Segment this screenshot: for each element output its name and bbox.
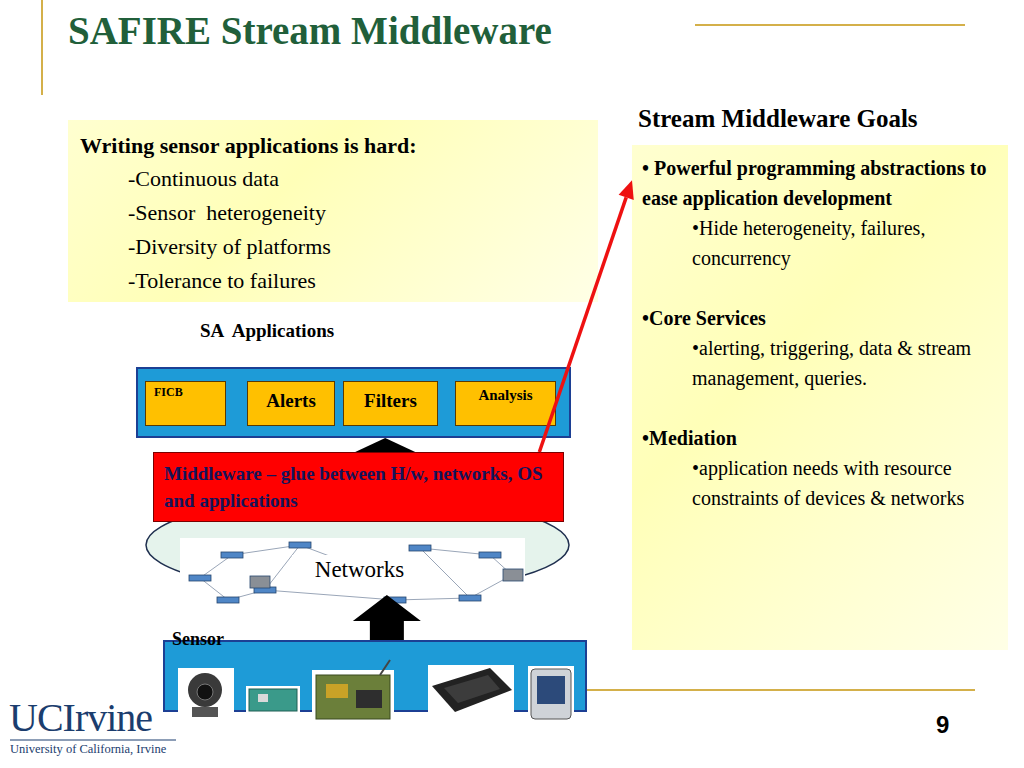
board-chip [356, 690, 382, 708]
network-label: Networks [292, 555, 427, 585]
connector [539, 180, 633, 452]
box-heading: Stream Middleware Goals [638, 103, 918, 135]
sensor-board [249, 689, 297, 711]
network-link [228, 590, 265, 600]
module-label: FICB [154, 385, 217, 399]
camera-body [188, 673, 222, 707]
sensor-band: Sensor [163, 640, 587, 712]
arrow-head [355, 438, 415, 452]
list-item: -Continuous data [128, 162, 586, 196]
goal-subbullet: •Hide heterogeneity, failures, concurren… [692, 213, 994, 273]
network-switch [503, 569, 523, 581]
network-switch [250, 576, 270, 588]
goal-bullet: • Powerful programming abstractions to e… [642, 153, 994, 213]
goals-box: Stream Middleware Goals• Powerful progra… [632, 145, 1008, 650]
board-chip [326, 684, 348, 698]
app-module-box: Filters [343, 381, 438, 426]
module-label: Alerts [250, 389, 332, 413]
network-picture [180, 538, 525, 608]
gold-rule [41, 0, 43, 95]
middleware-label: Middleware – glue between H/w, networks,… [164, 460, 553, 514]
app-module-box: FICB [145, 381, 226, 426]
network-link [265, 590, 395, 600]
network-device [409, 545, 431, 551]
app-module-box: Analysis [455, 381, 556, 426]
camera-lens [197, 684, 213, 700]
network-link [395, 598, 470, 600]
middleware-box: Middleware – glue between H/w, networks,… [153, 452, 564, 522]
applications-band: SA ApplicationsFICBAlertsFiltersAnalysis [136, 367, 571, 438]
gold-rule [695, 24, 965, 26]
block-arrow [353, 595, 421, 640]
logo-subtitle: University of California, Irvine [10, 742, 166, 757]
network-link [265, 545, 300, 590]
network-device [217, 597, 239, 603]
network-device [189, 575, 211, 581]
module-label: Analysis [458, 386, 553, 404]
goal-bullet: •Mediation [642, 423, 994, 453]
board-antenna [380, 660, 390, 675]
network-devices [189, 542, 523, 603]
app-module-box: Alerts [247, 381, 335, 426]
goal-subbullet: •application needs with resource constra… [692, 453, 994, 513]
goal-bullet: •Core Services [642, 303, 994, 333]
logo-wordmark: UCIrvine [9, 697, 152, 739]
device-photo-bg [246, 686, 300, 714]
module-label: Filters [346, 389, 435, 413]
ellipse-shape [146, 496, 569, 594]
pda-screen [537, 676, 565, 704]
goal-subbullet: •alerting, triggering, data & stream man… [692, 333, 994, 393]
network-link [200, 555, 232, 578]
device-photo-bg [428, 665, 514, 715]
network-device [221, 552, 243, 558]
network-link [232, 545, 300, 555]
device-photo-bg [178, 668, 234, 720]
list-item: -Sensor heterogeneity [128, 196, 586, 230]
connector-line [539, 197, 626, 452]
network-link [420, 548, 490, 555]
slide-title: SAFIRE Stream Middleware [68, 8, 558, 54]
network-device [479, 552, 501, 558]
arrow-head [619, 180, 634, 200]
network-link [470, 575, 512, 598]
network-device [384, 597, 406, 603]
page-number: 9 [936, 711, 949, 739]
sensor-node [432, 668, 512, 712]
camera-base [192, 707, 218, 717]
network-device [289, 542, 311, 548]
sensor-node-face [444, 675, 500, 703]
network-link [300, 545, 340, 560]
network-link [420, 548, 470, 598]
network-link [200, 578, 228, 600]
pda-device [531, 669, 571, 719]
list-item: -Tolerance to failures [128, 264, 586, 298]
network-device [254, 587, 276, 593]
list-item: -Diversity of platforms [128, 230, 586, 264]
band-heading: SA Applications [200, 319, 334, 343]
problem-box: Writing sensor applications is hard:-Con… [68, 120, 598, 302]
device-photo-bg [312, 670, 394, 722]
network-links [200, 545, 512, 600]
connector [355, 438, 415, 452]
sensor-board [316, 675, 390, 719]
box-heading: Writing sensor applications is hard: [80, 130, 586, 162]
device-photo-bg [528, 666, 574, 722]
connector [353, 595, 421, 640]
logo-rule [10, 740, 176, 741]
band-heading: Sensor [172, 628, 224, 650]
sensor-devices [178, 660, 574, 722]
network-link [490, 555, 512, 575]
board-chip [258, 694, 268, 702]
network-device [459, 595, 481, 601]
